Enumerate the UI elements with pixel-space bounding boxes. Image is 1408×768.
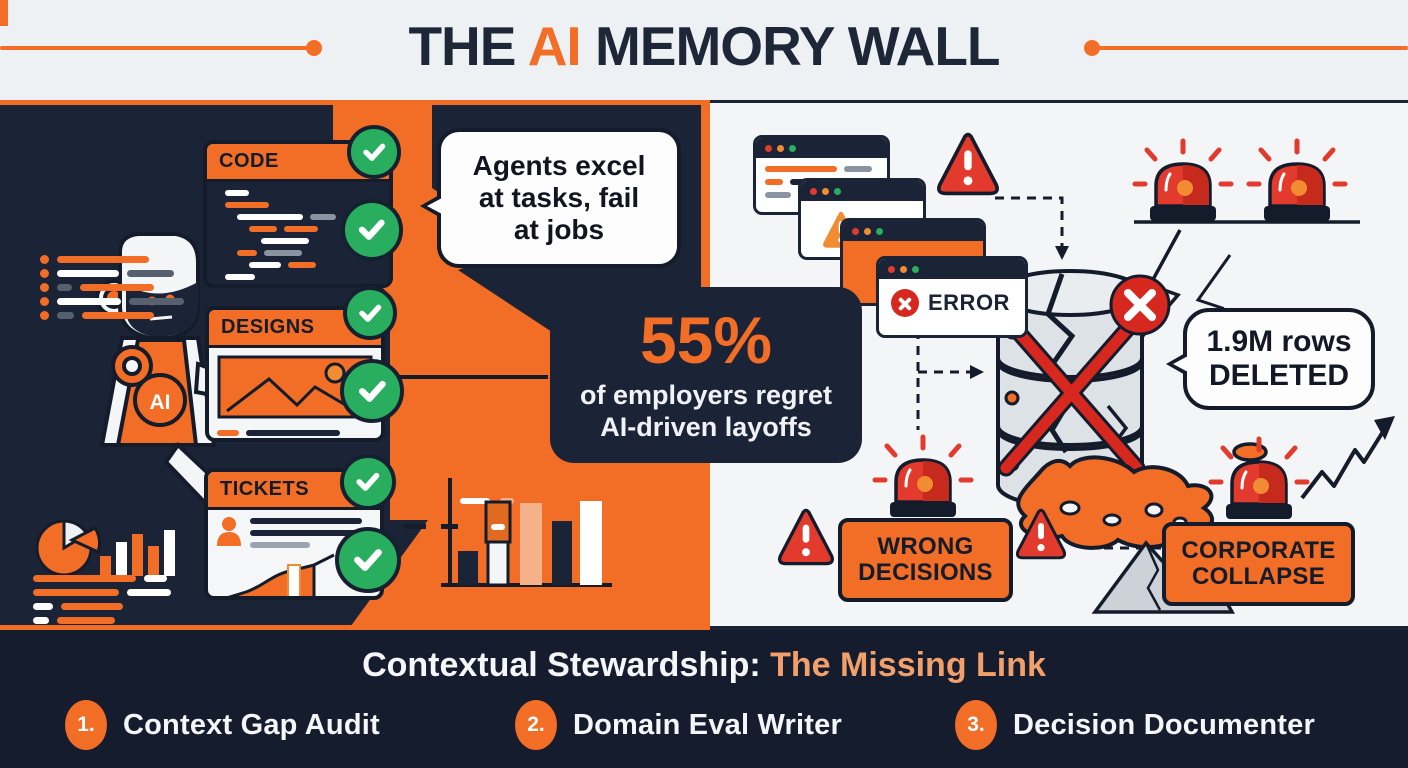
window-dot-orange <box>777 144 784 152</box>
wrong-decisions-line1: WRONG <box>877 533 974 561</box>
mini-bar-chart-icon <box>100 530 175 576</box>
page-title: THE AI MEMORY WALL <box>0 14 1408 78</box>
stat-caption-line1: of employers regret <box>579 379 833 410</box>
window-dot-green <box>834 187 841 195</box>
corporate-collapse-box: CORPORATE COLLAPSE <box>1162 522 1355 606</box>
stat-caption-line2: AI-driven layoffs <box>600 412 812 442</box>
window-dot-red <box>810 187 817 195</box>
window-dot-red <box>765 144 772 152</box>
footer-heading: Contextual Stewardship: The Missing Link <box>0 646 1408 685</box>
tickets-preview <box>208 510 380 596</box>
code-lines <box>207 182 389 284</box>
footer-item-decision-documenter: 3. Decision Documenter <box>955 700 1315 750</box>
step-number-badge: 3. <box>955 700 997 750</box>
window-controls <box>879 259 1025 279</box>
agents-speech-bubble: Agents excel at tasks, fail at jobs <box>420 128 681 268</box>
deleted-rows-bubble: 1.9M rows DELETED <box>1166 308 1375 410</box>
stat-value: 55% <box>639 302 773 377</box>
step-number-badge: 2. <box>515 700 557 750</box>
window-dot-green <box>876 227 883 235</box>
window-controls <box>843 221 983 241</box>
step-number-badge: 1. <box>65 700 107 750</box>
error-label: ERROR <box>928 290 1010 315</box>
header-accent-dot-right <box>1084 40 1100 56</box>
area-chart-icon <box>227 553 335 596</box>
wrong-decisions-line2: DECISIONS <box>858 559 993 586</box>
header-accent-line-left <box>0 46 312 50</box>
header-accent-line-right <box>1092 46 1408 50</box>
window-dot-orange <box>900 265 907 273</box>
check-icon <box>335 527 401 593</box>
siren-icon <box>1135 141 1231 221</box>
footer-item-domain-eval-writer: 2. Domain Eval Writer <box>515 700 842 750</box>
footer-item-context-gap-audit: 1. Context Gap Audit <box>65 700 380 750</box>
warning-triangle-icon <box>937 132 999 196</box>
arrow-down-icon <box>1055 246 1069 260</box>
wrong-decisions-box: WRONG DECISIONS <box>838 518 1013 602</box>
window-controls <box>801 181 923 201</box>
warning-triangle-icon <box>777 508 835 566</box>
arrow-right-icon <box>970 365 984 379</box>
database-broken-icon <box>996 269 1146 509</box>
check-icon <box>340 454 396 510</box>
check-icon <box>340 359 404 423</box>
error-x-icon <box>891 289 919 317</box>
step-label: Context Gap Audit <box>123 708 380 741</box>
title-accent: AI <box>527 15 582 77</box>
check-icon <box>341 199 403 261</box>
window-dot-orange <box>864 227 871 235</box>
check-icon <box>343 286 397 340</box>
robot-ai-badge: AI <box>150 391 171 414</box>
corporate-collapse-line1: CORPORATE <box>1181 537 1336 565</box>
window-dot-orange <box>822 187 829 195</box>
window-dot-red <box>888 265 895 273</box>
footer-heading-accent: The Missing Link <box>770 646 1046 684</box>
error-x-badge-icon <box>1109 274 1171 336</box>
footer-bar: Contextual Stewardship: The Missing Link <box>0 630 1408 768</box>
window-controls <box>756 138 887 158</box>
orange-wedge-shape <box>333 100 705 630</box>
window-dot-green <box>912 265 919 273</box>
card-designs: DESIGNS <box>205 306 385 442</box>
agents-bubble-line: at jobs <box>513 214 605 246</box>
zigzag-arrow-icon <box>1300 416 1395 500</box>
step-label: Decision Documenter <box>1013 708 1315 741</box>
title-suffix: MEMORY WALL <box>580 15 1001 77</box>
title-prefix: THE <box>408 15 528 77</box>
agents-bubble-line: Agents excel <box>472 149 646 181</box>
corner-accent <box>0 0 8 26</box>
bar-chart-on-orange <box>404 478 612 587</box>
deleted-bubble-line1: 1.9M rows <box>1206 325 1352 359</box>
window-dot-green <box>789 144 796 152</box>
right-panel-artwork <box>777 132 1395 614</box>
deleted-bubble-line2: DELETED <box>1208 359 1349 392</box>
siren-icon <box>1211 439 1307 519</box>
siren-icon <box>875 437 971 517</box>
header-accent-dot-left <box>306 40 322 56</box>
siren-icon <box>1249 141 1345 221</box>
window-dot-red <box>852 227 859 235</box>
step-label: Domain Eval Writer <box>573 708 842 741</box>
pie-chart-icon <box>35 519 102 577</box>
card-designs-header: DESIGNS <box>209 310 381 348</box>
stat-55-box: 55% of employers regret AI-driven layoff… <box>550 287 862 463</box>
check-icon <box>347 125 401 179</box>
person-icon <box>217 517 241 546</box>
agents-bubble-line: at tasks, fail <box>478 181 640 213</box>
footer-heading-prefix: Contextual Stewardship: <box>362 646 771 684</box>
corporate-collapse-line2: COLLAPSE <box>1191 563 1326 590</box>
browser-window-error: ERROR <box>876 256 1028 338</box>
